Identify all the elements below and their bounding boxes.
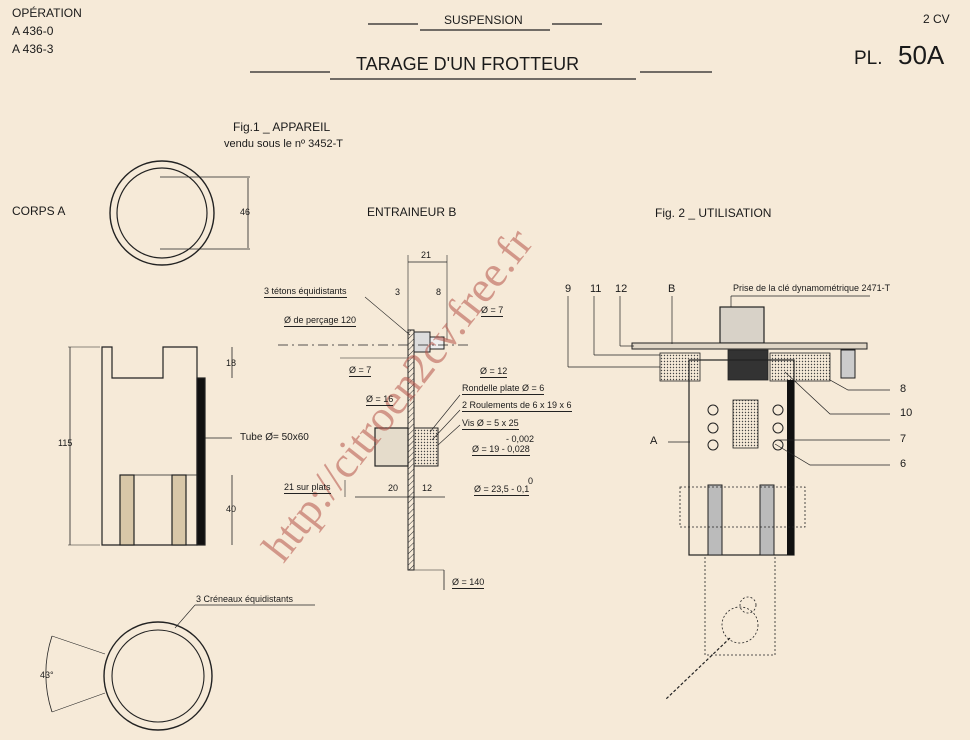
entraineur-b-drawing — [278, 255, 470, 590]
page-title: TARAGE D'UN FROTTEUR — [356, 54, 580, 74]
tetons-label: 3 tétons équidistants — [264, 286, 347, 298]
diameter-140: Ø = 140 — [452, 577, 485, 589]
sur-plats-label: 21 sur plats — [284, 482, 331, 494]
callout-7: 7 — [900, 433, 907, 445]
diameter-7-top: Ø = 7 — [481, 305, 504, 317]
diameter-16: Ø = 16 — [366, 394, 394, 406]
dim-12: 12 — [422, 483, 433, 493]
dim-18: 18 — [226, 358, 237, 368]
diameter-23: Ø = 23,5 - 0,1 — [474, 484, 530, 496]
section-title: SUSPENSION — [444, 13, 523, 27]
corps-a-section — [109, 160, 250, 266]
dim-46: 46 — [240, 207, 251, 217]
dim-40: 40 — [226, 504, 237, 514]
callout-10: 10 — [900, 407, 913, 419]
plate-prefix: PL. — [854, 48, 883, 69]
roulements-label: 2 Roulements de 6 x 19 x 6 — [462, 400, 572, 412]
callout-8: 8 — [900, 383, 907, 395]
callout-6: 6 — [900, 458, 907, 470]
creneaux-label: 3 Créneaux équidistants — [196, 594, 294, 604]
creneaux-ring — [45, 604, 315, 731]
diameter-7-left: Ø = 7 — [349, 365, 372, 377]
cle-label: Prise de la clé dynamométrique 2471-T — [733, 283, 891, 293]
plate-number: 50A — [898, 40, 945, 70]
dim-21: 21 — [421, 250, 432, 260]
operation-code: A 436-3 — [12, 42, 54, 56]
operation-code: A 436-0 — [12, 24, 54, 38]
d23-tolerance-upper: 0 — [528, 476, 534, 486]
entraineur-title: ENTRAINEUR B — [367, 205, 457, 219]
callout-11: 11 — [590, 283, 602, 295]
angle-label: 43° — [40, 670, 54, 680]
dim-3: 3 — [395, 287, 401, 297]
diameter-19: Ø = 19 - 0,028 — [472, 444, 530, 456]
diameter-12: Ø = 12 — [480, 366, 508, 378]
tube-label: Tube Ø= 50x60 — [240, 432, 309, 443]
model-label: 2 CV — [923, 12, 950, 26]
dim-115: 115 — [58, 438, 73, 448]
dim-20: 20 — [388, 483, 399, 493]
corps-a-side-view — [68, 346, 233, 546]
callout-b: B — [668, 283, 676, 295]
operation-label: OPÉRATION — [12, 6, 82, 20]
d19-tolerance-upper: - 0,002 — [506, 434, 535, 444]
fig1-subtitle: vendu sous le nº 3452-T — [224, 138, 343, 150]
corps-label: CORPS A — [12, 204, 66, 218]
callout-a: A — [650, 435, 658, 447]
fig2-assembly-drawing — [567, 295, 890, 701]
vis-label: Vis Ø = 5 x 25 — [462, 418, 519, 430]
header-rules — [250, 23, 712, 80]
percage-label: Ø de perçage 120 — [284, 315, 357, 327]
callout-9: 9 — [565, 283, 572, 295]
fig1-title: Fig.1 _ APPAREIL — [233, 120, 331, 134]
fig2-title: Fig. 2 _ UTILISATION — [655, 206, 772, 220]
callout-12: 12 — [615, 283, 628, 295]
dim-8: 8 — [436, 287, 442, 297]
rondelle-label: Rondelle plate Ø = 6 — [462, 383, 545, 395]
